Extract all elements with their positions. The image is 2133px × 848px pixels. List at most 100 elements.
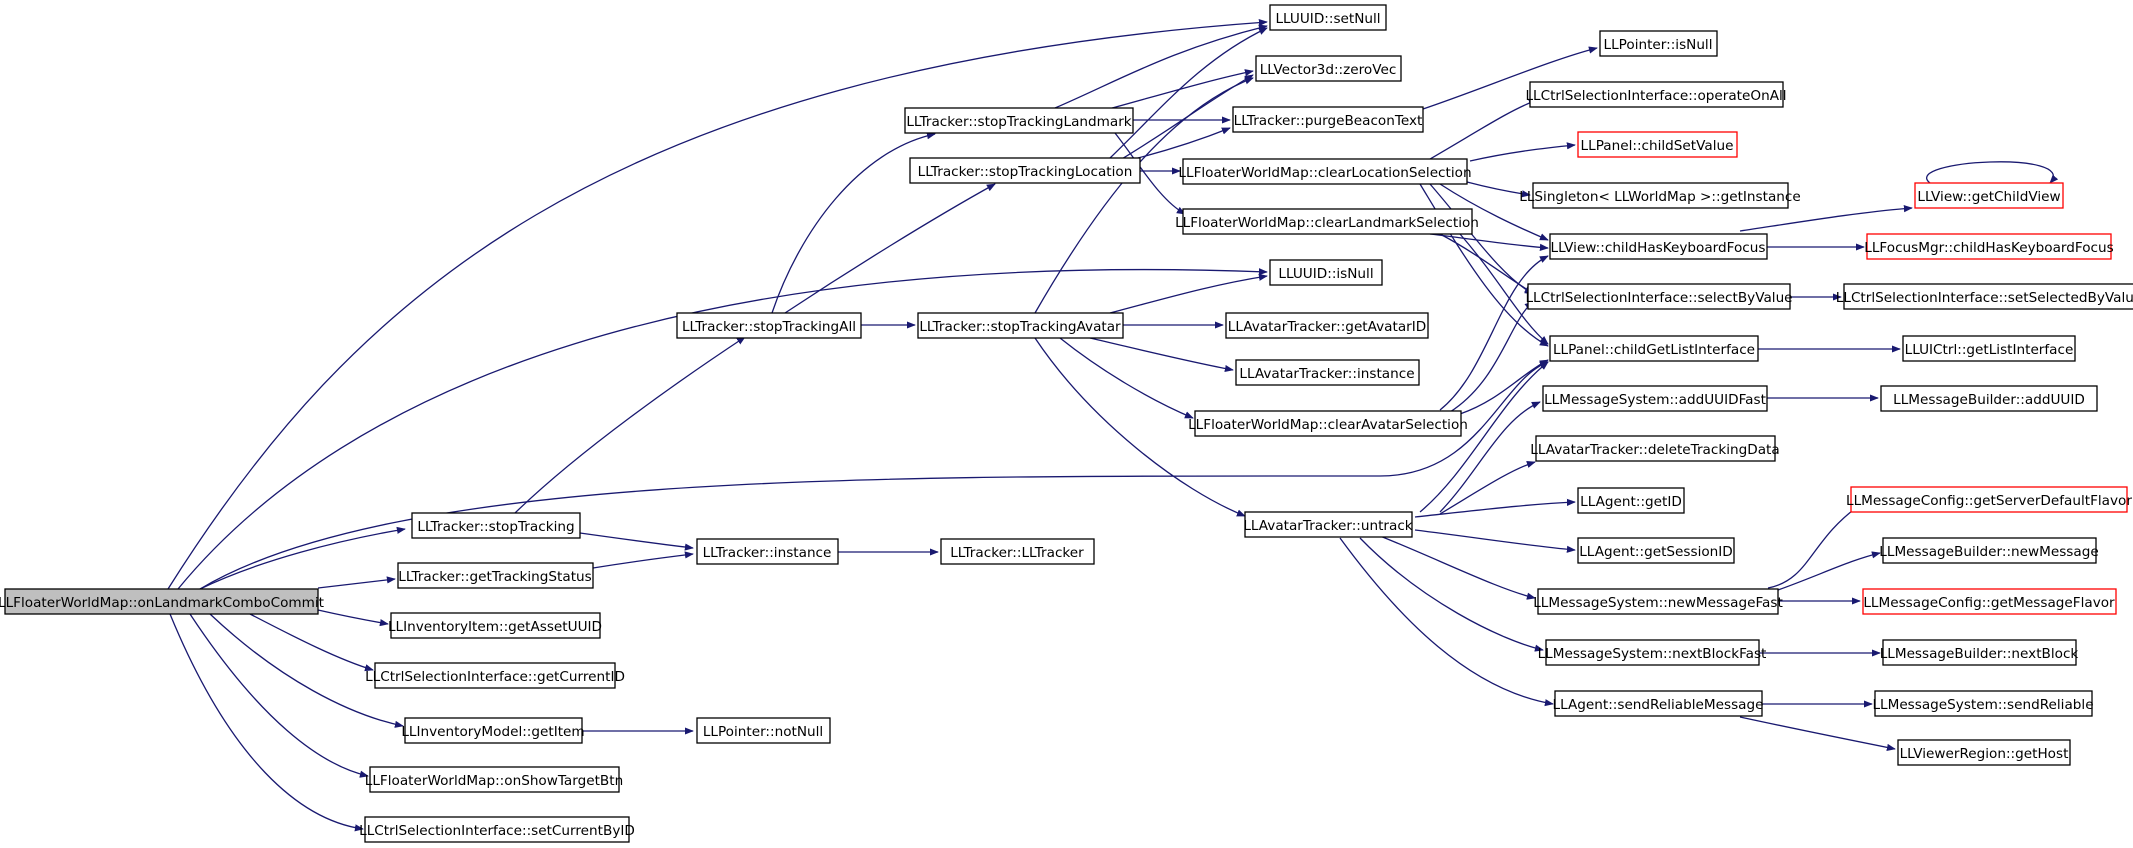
edge-untrack-nextBlockFast [1359, 537, 1544, 652]
node-stopTracking[interactable]: LLTracker::stopTracking [411, 512, 581, 539]
node-getInstance[interactable]: LLSingleton< LLWorldMap >::getInstance [1519, 182, 1801, 209]
node-label: LLMessageBuilder::nextBlock [1880, 646, 2079, 662]
node-label: LLFloaterWorldMap::onShowTargetBtn [365, 773, 623, 789]
node-addUUIDFast[interactable]: LLMessageSystem::addUUIDFast [1542, 385, 1768, 412]
node-label: LLMessageSystem::newMessageFast [1533, 595, 1783, 611]
node-getHost[interactable]: LLViewerRegion::getHost [1897, 739, 2071, 766]
node-clearLocationSelection[interactable]: LLFloaterWorldMap::clearLocationSelectio… [1178, 158, 1472, 185]
node-getServerDefaultFlavor[interactable]: LLMessageConfig::getServerDefaultFlavor [1846, 486, 2132, 513]
node-stopTrackingLocation[interactable]: LLTracker::stopTrackingLocation [909, 157, 1141, 184]
node-selectByValue[interactable]: LLCtrlSelectionInterface::selectByValue [1525, 283, 1793, 310]
node-childHasKeyboardFocus[interactable]: LLView::childHasKeyboardFocus [1549, 233, 1768, 260]
node-deleteTrackingData[interactable]: LLAvatarTracker::deleteTrackingData [1530, 435, 1780, 462]
edges [167, 18, 2059, 832]
node-agentGetID[interactable]: LLAgent::getID [1577, 487, 1685, 514]
edge-avatar-clearAvatarSelection [1059, 337, 1194, 419]
edge-root-getCurrentID [249, 613, 374, 672]
edge-newMessageFast-builderNewMessage [1777, 551, 1881, 591]
edge-untrack-sendReliableMessage [1339, 537, 1554, 707]
node-label: LLTracker::stopTrackingLandmark [906, 114, 1131, 130]
edge-cls-childSetValue [1469, 142, 1576, 162]
node-label: LLViewerRegion::getHost [1900, 746, 2069, 762]
node-nextBlockFast[interactable]: LLMessageSystem::nextBlockFast [1538, 639, 1767, 666]
edge-cls-childGetListInterface [1419, 183, 1549, 347]
edge-untrack-getSessionID [1414, 529, 1576, 553]
node-zeroVec[interactable]: LLVector3d::zeroVec [1255, 55, 1402, 82]
node-purgeBeaconText[interactable]: LLTracker::purgeBeaconText [1232, 106, 1424, 133]
edge-cas-selectByValue [1449, 301, 1534, 413]
node-label: LLAgent::getSessionID [1579, 544, 1733, 560]
edge-avatar-untrack [1034, 337, 1246, 517]
node-focusMgrChildHasKeyboardFocus[interactable]: LLFocusMgr::childHasKeyboardFocus [1864, 233, 2114, 260]
node-label: LLPanel::childGetListInterface [1553, 342, 1755, 358]
node-label: LLTracker::LLTracker [950, 545, 1084, 561]
edge-stopTracking-stopTrackingAll [514, 336, 746, 514]
node-builderNextBlock[interactable]: LLMessageBuilder::nextBlock [1880, 639, 2079, 666]
edge-avatar-avatarTrackerInstance [1089, 337, 1234, 373]
node-uuidSetNull[interactable]: LLUUID::setNull [1269, 4, 1387, 31]
node-label: LLAvatarTracker::instance [1239, 366, 1414, 382]
node-label: LLAvatarTracker::getAvatarID [1228, 319, 1426, 335]
node-getTrackingStatus[interactable]: LLTracker::getTrackingStatus [397, 562, 594, 589]
node-setSelectedByValue[interactable]: LLCtrlSelectionInterface::setSelectedByV… [1836, 283, 2133, 310]
edge-getTrackingStatus-instance [592, 551, 694, 569]
node-getMessageFlavor[interactable]: LLMessageConfig::getMessageFlavor [1862, 588, 2117, 615]
node-root[interactable]: LLFloaterWorldMap::onLandmarkComboCommit [0, 588, 324, 615]
node-newMessageFast[interactable]: LLMessageSystem::newMessageFast [1533, 588, 1783, 615]
node-getAssetUUID[interactable]: LLInventoryItem::getAssetUUID [388, 612, 602, 639]
edge-root-getItem [209, 613, 404, 728]
node-onShowTargetBtn[interactable]: LLFloaterWorldMap::onShowTargetBtn [365, 766, 623, 793]
edge-stopTrackingAll-location [784, 183, 996, 314]
node-getItem[interactable]: LLInventoryModel::getItem [401, 717, 585, 744]
node-getCurrentID[interactable]: LLCtrlSelectionInterface::getCurrentID [365, 662, 625, 689]
node-avatarTrackerInstance[interactable]: LLAvatarTracker::instance [1235, 359, 1420, 386]
node-getAvatarID[interactable]: LLAvatarTracker::getAvatarID [1225, 312, 1429, 339]
node-getSessionID[interactable]: LLAgent::getSessionID [1577, 537, 1735, 564]
node-pointerIsNull[interactable]: LLPointer::isNull [1599, 30, 1718, 57]
edge-cas-childHasKeyboardFocus [1439, 255, 1549, 411]
node-label: LLInventoryItem::getAssetUUID [388, 619, 602, 635]
edge-avatar-isNull [1109, 273, 1268, 314]
edge-untrack-addUUIDFast [1439, 401, 1541, 513]
edge-untrack-agentGetID [1414, 498, 1576, 518]
node-trackerInstance[interactable]: LLTracker::instance [696, 538, 839, 565]
edge-newMessageFast-getServerDefaultFlavor [1767, 504, 1861, 589]
node-label: LLMessageConfig::getServerDefaultFlavor [1846, 493, 2132, 509]
node-childGetListInterface[interactable]: LLPanel::childGetListInterface [1549, 335, 1759, 362]
node-clearLandmarkSelection[interactable]: LLFloaterWorldMap::clearLandmarkSelectio… [1175, 208, 1479, 235]
node-untrack[interactable]: LLAvatarTracker::untrack [1243, 511, 1413, 538]
node-label: LLAvatarTracker::untrack [1243, 518, 1412, 534]
node-uuidIsNull[interactable]: LLUUID::isNull [1269, 259, 1383, 286]
node-label: LLInventoryModel::getItem [401, 724, 584, 740]
edge-sendReliableMessage-getHost [1739, 716, 1896, 751]
node-getListInterface[interactable]: LLUICtrl::getListInterface [1902, 335, 2076, 362]
edge-root-isNull [177, 268, 1268, 590]
node-label: LLTracker::stopTrackingAll [682, 319, 856, 335]
node-label: LLTracker::stopTrackingLocation [918, 164, 1133, 180]
node-builderAddUUID[interactable]: LLMessageBuilder::addUUID [1880, 385, 2098, 412]
node-setCurrentByID[interactable]: LLCtrlSelectionInterface::setCurrentByID [359, 816, 635, 843]
node-label: LLCtrlSelectionInterface::setCurrentByID [359, 823, 635, 839]
node-sendReliableMessage[interactable]: LLAgent::sendReliableMessage [1553, 690, 1764, 717]
node-stopTrackingAvatar[interactable]: LLTracker::stopTrackingAvatar [917, 312, 1124, 339]
node-childSetValue[interactable]: LLPanel::childSetValue [1577, 131, 1738, 158]
edge-stopTrackingAll-landmark [771, 132, 936, 314]
edge-root-onShowTargetBtn [189, 613, 369, 778]
node-operateOnAll[interactable]: LLCtrlSelectionInterface::operateOnAll [1525, 81, 1787, 108]
node-stopTrackingAll[interactable]: LLTracker::stopTrackingAll [676, 312, 862, 339]
edge-landmark-setNull [1054, 24, 1268, 109]
node-getChildView[interactable]: LLView::getChildView [1914, 182, 2064, 209]
node-sendReliable[interactable]: LLMessageSystem::sendReliable [1872, 690, 2094, 717]
edge-root-setCurrentByID [169, 613, 364, 832]
node-stopTrackingLandmark[interactable]: LLTracker::stopTrackingLandmark [904, 107, 1134, 134]
node-builderNewMessage[interactable]: LLMessageBuilder::newMessage [1879, 537, 2099, 564]
edge-landmark-clearLandmarkSelection [1114, 132, 1186, 215]
edge-root-getAssetUUID [317, 609, 389, 627]
node-LLTrackerCtor[interactable]: LLTracker::LLTracker [940, 538, 1095, 565]
node-label: LLCtrlSelectionInterface::setSelectedByV… [1836, 290, 2133, 306]
node-notNull[interactable]: LLPointer::notNull [696, 717, 831, 744]
edge-root-childGetListInterface [199, 361, 1549, 590]
edge-untrack-deleteTrackingData [1439, 461, 1536, 515]
node-clearAvatarSelection[interactable]: LLFloaterWorldMap::clearAvatarSelection [1188, 410, 1468, 437]
